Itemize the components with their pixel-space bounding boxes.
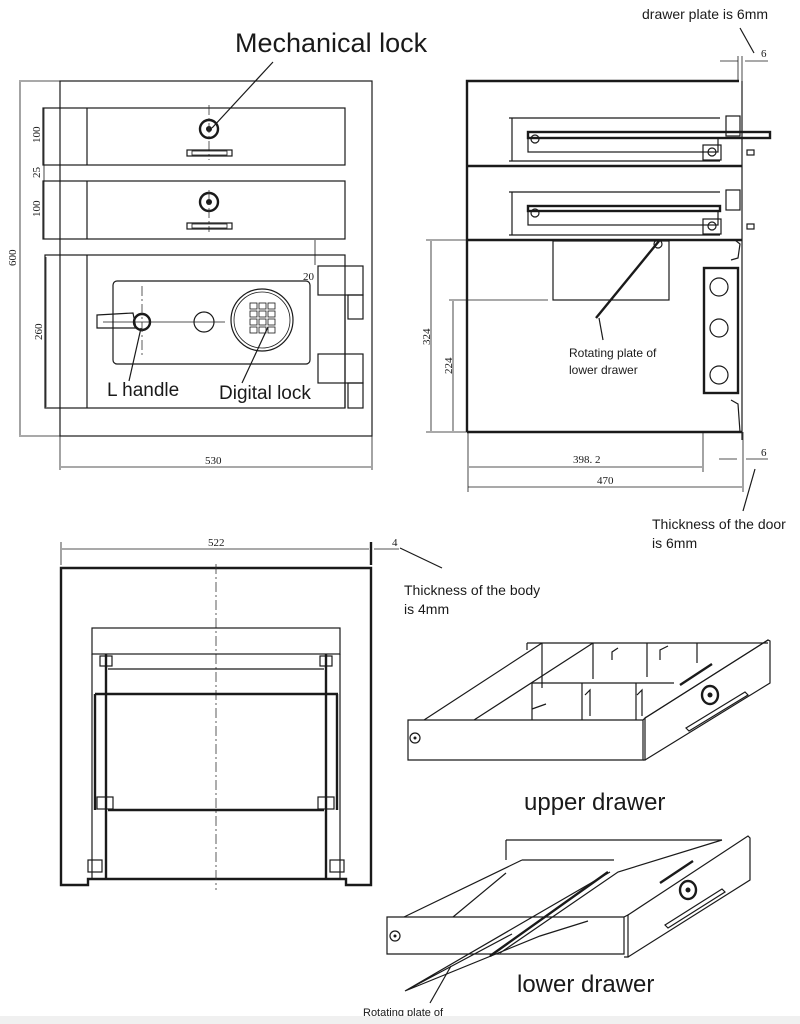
digital-lock-keypad-icon [230,288,294,352]
lower-drawer-pull-handle [664,888,726,929]
upper-drawer-back-panel [407,719,644,761]
dim-470: 470 [597,475,614,487]
dim-20: 20 [303,271,315,283]
upper-drawer-label: upper drawer [524,789,665,816]
upper-drawer-lock-icon [700,684,720,706]
door-thickness-note-line2: is 6mm [652,535,697,551]
keypad-key [267,326,276,334]
body-thickness-note-line1: Thickness of the body [404,582,540,598]
dim-324: 324 [421,328,433,345]
lower-drawer-lock-icon [678,879,698,901]
keypad-key [267,318,276,326]
drawer-plate-note: drawer plate is 6mm [642,6,768,22]
slide-brackets [87,655,345,873]
keypad-key [258,302,267,310]
l-handle-label: L handle [107,380,179,401]
lower-drawer-slide [509,189,755,236]
lower-drawer-back-panel [386,916,625,955]
upper-drawer-isometric: upper drawer [407,639,771,816]
door-control-panel [112,280,311,365]
dim-224: 224 [443,357,455,374]
keypad-key [249,302,258,310]
front-view: Mechanical lock 600 100 25 100 [7,28,428,470]
side-body-outline [465,79,739,432]
dim-600: 600 [7,249,19,266]
dim-398-2: 398. 2 [573,454,601,466]
keypad-key [249,310,258,318]
keypad-key [249,318,258,326]
dim-260: 260 [33,323,45,340]
lower-drawer-front-panel [627,835,751,958]
rotating-plate [595,240,660,319]
upper-drawer-slide [509,115,772,162]
lower-drawer-label: lower drawer [517,971,654,998]
dim-6-door: 6 [761,447,767,459]
body-thickness-note-line2: is 4mm [404,601,449,617]
dim-522: 522 [208,537,225,549]
dim-4: 4 [392,537,398,549]
upper-drawer-handle [186,149,233,157]
keypad-key [258,326,267,334]
rotating-plate-note-line2: lower drawer [569,363,638,377]
dim-100-upper: 100 [31,126,43,143]
rotating-plate-note-line1: Rotating plate of [569,346,657,360]
door-hinges [317,265,364,409]
lower-drawer-handle [186,222,233,230]
dim-530: 530 [205,455,222,467]
l-handle-lever [96,312,137,329]
dim-25: 25 [31,167,43,179]
digital-lock-label: Digital lock [219,383,311,404]
top-view: 522 4 Thickness of the body is 4mm [59,537,540,890]
keypad-key [267,302,276,310]
keypad-key [249,326,258,334]
bottom-edge [0,1016,800,1024]
body-section-outline [59,566,373,887]
lower-drawer-isometric: lower drawer Rotating plate of [363,835,751,1019]
upper-drawer-front [42,107,346,166]
lower-rotating-plate [489,871,609,957]
mechanical-lock-leader [211,61,274,129]
lower-drawer-front [42,180,346,240]
side-view: drawer plate is 6mm 6 [421,6,786,551]
mechanical-lock-label: Mechanical lock [235,28,428,58]
keypad-key [267,310,276,318]
keypad-key [258,310,267,318]
dim-6-plate: 6 [761,48,767,60]
upper-drawer-pull-handle [685,691,749,732]
keypad-key [258,318,267,326]
keyhole-icon [193,311,215,333]
door-thickness-note-line1: Thickness of the door [652,516,786,532]
safe-body-outline [59,80,373,437]
door-lock-bolts [702,239,741,433]
dim-100-lower: 100 [31,200,43,217]
upper-drawer-front-panel [644,639,771,761]
